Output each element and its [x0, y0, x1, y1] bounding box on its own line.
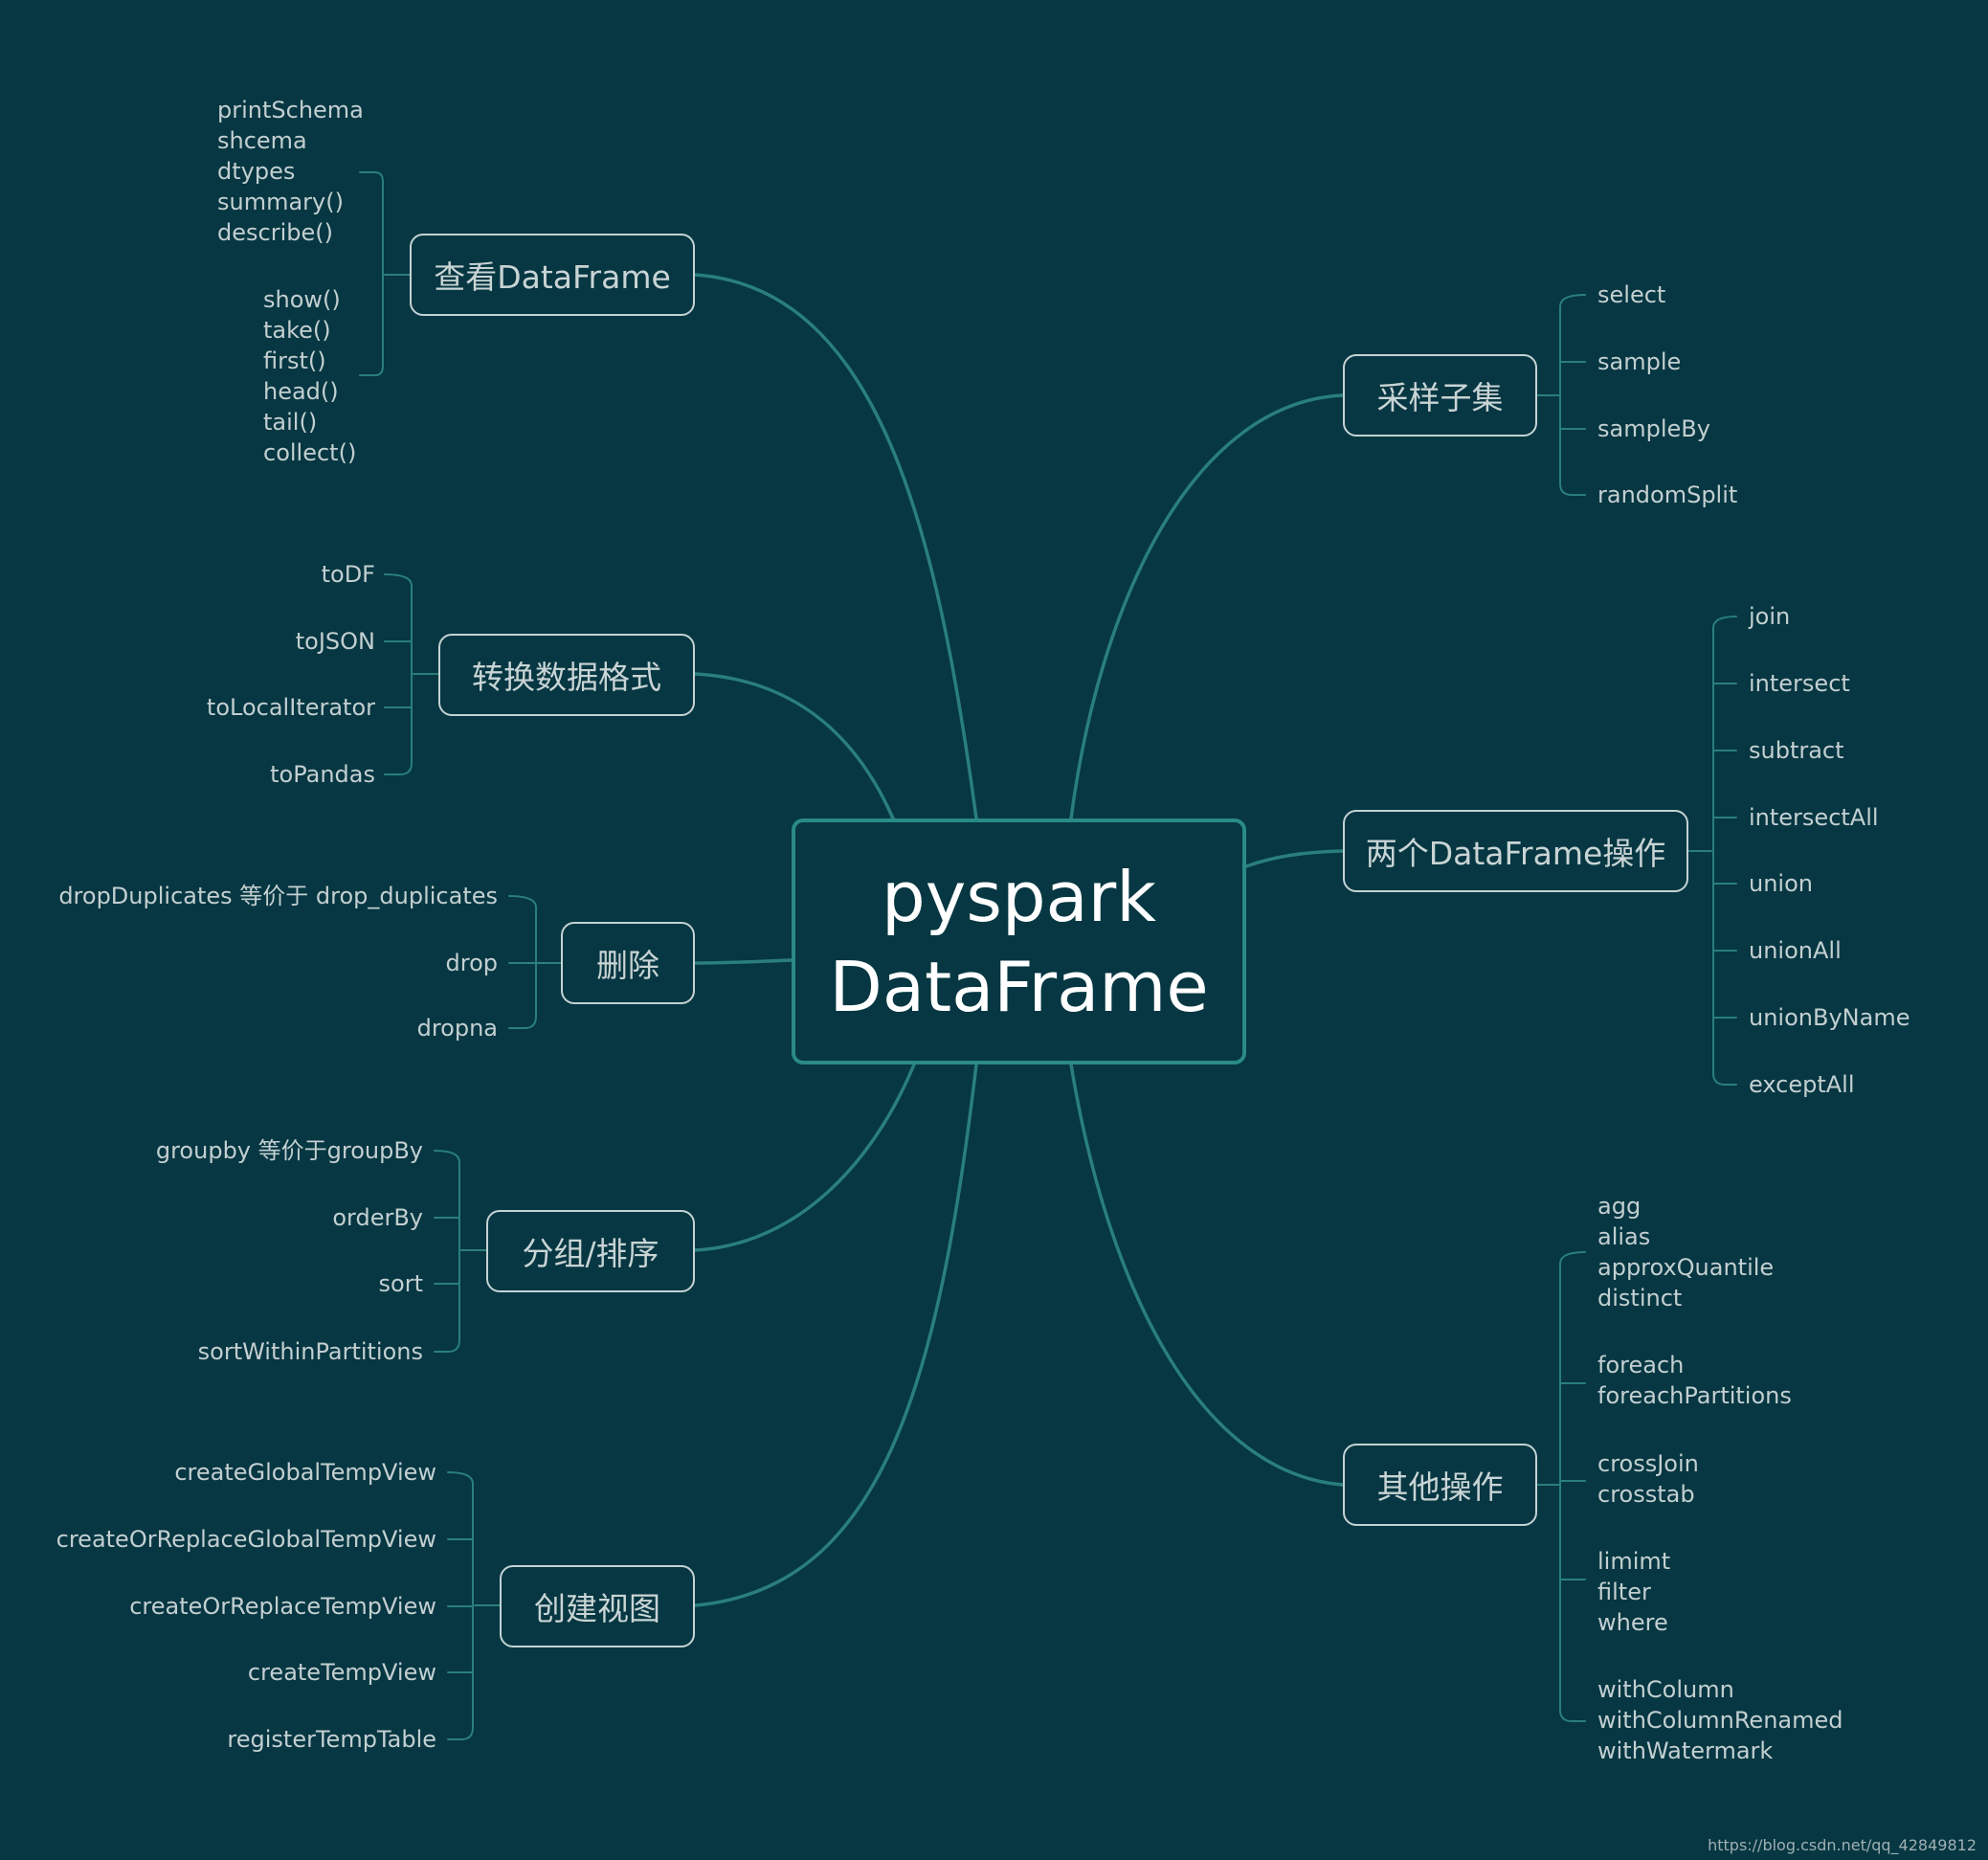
leaf-item: show() — [263, 286, 341, 313]
leaf-item: sampleBy — [1597, 415, 1710, 442]
leaf-item: tail() — [263, 409, 318, 436]
branch-create-view: 创建视图 — [500, 1565, 695, 1647]
leaf-item: select — [1597, 281, 1666, 308]
leaf-item: alias — [1597, 1223, 1651, 1250]
leaf-item: registerTempTable — [227, 1726, 436, 1753]
leaf-item: sample — [1597, 348, 1682, 375]
leaf-item: toPandas — [270, 761, 375, 788]
leaf-item: intersect — [1749, 670, 1850, 697]
leaf-item: foreachPartitions — [1597, 1382, 1792, 1409]
root-title-line2: DataFrame — [829, 946, 1209, 1027]
root-node: pyspark DataFrame — [792, 818, 1246, 1064]
leaf-item: unionAll — [1749, 937, 1842, 964]
branch-label: 采样子集 — [1376, 379, 1504, 416]
edge-view — [693, 273, 978, 820]
leaf-item: take() — [263, 317, 331, 344]
leaf-item: sortWithinPartitions — [197, 1338, 423, 1365]
leaf-item: printSchema — [217, 97, 364, 123]
leaf-item: distinct — [1597, 1285, 1683, 1311]
branch-label: 两个DataFrame操作 — [1365, 835, 1666, 872]
leaf-item: randomSplit — [1597, 482, 1738, 508]
leaf-item: join — [1749, 603, 1791, 630]
branch-sample-subset: 采样子集 — [1343, 354, 1537, 437]
branch-label: 创建视图 — [534, 1590, 660, 1627]
leaf-item: collect() — [263, 439, 357, 466]
leaf-item: head() — [263, 378, 339, 405]
leaf-item: filter — [1597, 1579, 1651, 1605]
leaf-item: dropna — [416, 1015, 498, 1042]
leaf-item: first() — [263, 347, 326, 374]
edge-other — [1069, 1063, 1345, 1487]
leaf-item: shcema — [217, 127, 307, 154]
leaf-item: groupby 等价于groupBy — [155, 1137, 423, 1164]
leaf-item: describe() — [217, 219, 333, 246]
leaf-item: toLocalIterator — [206, 694, 375, 721]
edge-convert — [693, 672, 895, 820]
leaf-item: where — [1597, 1609, 1668, 1636]
leaf-item: sort — [378, 1270, 423, 1297]
leaf-item: dropDuplicates 等价于 drop_duplicates — [58, 883, 498, 909]
branch-group-sort: 分组/排序 — [486, 1210, 695, 1292]
branch-two-dataframe-ops: 两个DataFrame操作 — [1343, 810, 1688, 892]
watermark: https://blog.csdn.net/qq_42849812 — [1708, 1836, 1977, 1854]
edge-group — [693, 1063, 916, 1252]
branch-other-ops: 其他操作 — [1343, 1444, 1537, 1526]
branch-view-dataframe: 查看DataFrame — [410, 234, 695, 316]
leaf-item: dtypes — [217, 158, 296, 185]
leaf-item: agg — [1597, 1193, 1642, 1220]
branch-convert-format: 转换数据格式 — [438, 634, 695, 716]
leaf-item: createGlobalTempView — [174, 1459, 436, 1486]
leaf-item: toDF — [321, 561, 375, 588]
edge-delete — [693, 958, 793, 965]
branch-label: 其他操作 — [1376, 1468, 1504, 1506]
edge-two-df — [1244, 849, 1345, 868]
leaf-item: limimt — [1597, 1548, 1671, 1575]
edge-view-create — [693, 1063, 978, 1607]
leaf-item: withColumn — [1597, 1676, 1734, 1703]
leaf-item: withWatermark — [1597, 1737, 1774, 1764]
leaf-item: summary() — [217, 189, 344, 215]
branch-label: 分组/排序 — [522, 1235, 659, 1272]
leaf-item: subtract — [1749, 737, 1844, 764]
leaf-item: toJSON — [295, 628, 375, 655]
branch-delete: 删除 — [561, 922, 695, 1004]
leaf-item: orderBy — [332, 1204, 423, 1231]
root-title-line1: pyspark — [882, 856, 1156, 937]
edge-sample — [1069, 393, 1345, 820]
leaf-item: crossJoin — [1597, 1450, 1699, 1477]
leaf-item: foreach — [1597, 1352, 1685, 1378]
leaf-item: createTempView — [247, 1659, 436, 1686]
leaf-item: withColumnRenamed — [1597, 1707, 1843, 1734]
leaf-item: crosstab — [1597, 1481, 1695, 1508]
branch-label: 查看DataFrame — [434, 258, 671, 296]
leaf-item: exceptAll — [1749, 1071, 1855, 1098]
leaf-item: createOrReplaceGlobalTempView — [56, 1526, 436, 1553]
leaf-item: union — [1749, 870, 1813, 897]
leaf-item: unionByName — [1749, 1004, 1910, 1031]
leaf-item: createOrReplaceTempView — [129, 1593, 436, 1620]
leaf-item: approxQuantile — [1597, 1254, 1775, 1281]
leaf-item: intersectAll — [1749, 804, 1879, 831]
branch-label: 转换数据格式 — [472, 659, 661, 696]
leaf-item: drop — [445, 950, 499, 976]
branch-label: 删除 — [596, 947, 659, 984]
